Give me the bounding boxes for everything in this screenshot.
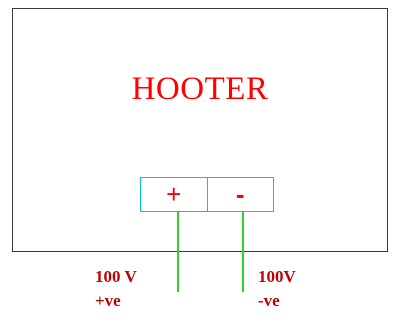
positive-terminal: + — [141, 178, 208, 211]
negative-terminal: - — [235, 179, 245, 209]
negative-wire — [242, 212, 244, 292]
hooter-title: HOOTER — [131, 71, 269, 107]
hooter-enclosure: HOOTER — [12, 8, 388, 252]
terminal-block: + - — [140, 177, 274, 212]
positive-polarity-label: +ve — [95, 291, 121, 310]
negative-voltage-label: 100V — [258, 267, 296, 286]
positive-voltage-label: 100 V — [95, 267, 137, 286]
positive-wire — [177, 212, 179, 292]
negative-polarity-label: -ve — [258, 291, 280, 310]
